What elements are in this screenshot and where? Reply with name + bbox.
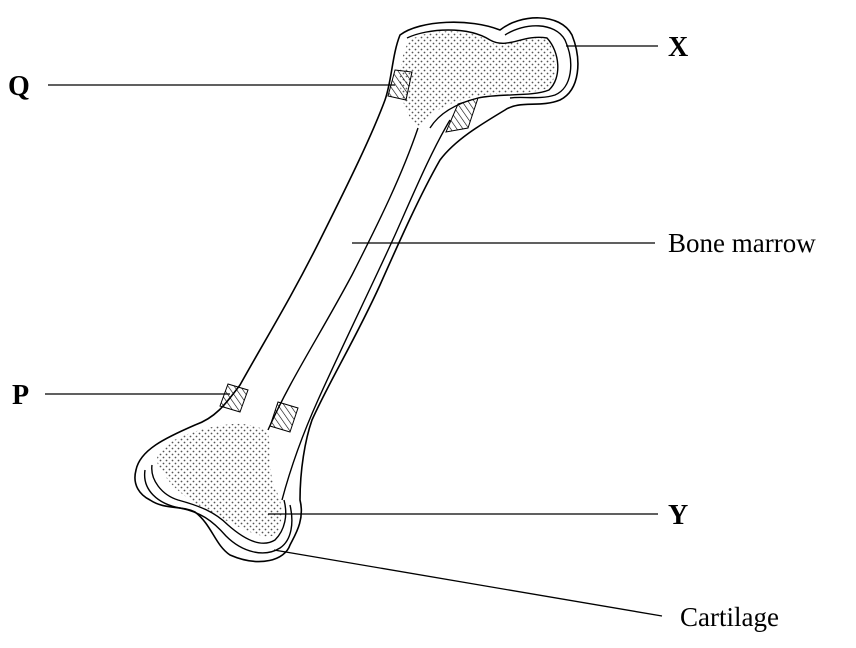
growth-plate-lower-right	[270, 402, 298, 432]
shaft-inner-right	[282, 120, 450, 500]
label-bone-marrow: Bone marrow	[668, 228, 816, 258]
label-P: P	[12, 380, 29, 411]
growth-plate-P	[220, 384, 248, 412]
proximal-spongy-bone	[400, 31, 556, 128]
shaft-inner-left	[268, 128, 418, 430]
label-Q: Q	[8, 71, 30, 102]
label-cartilage: Cartilage	[680, 602, 779, 632]
label-Y: Y	[668, 500, 688, 531]
distal-spongy-bone	[157, 424, 282, 536]
leader-cartilage	[274, 550, 662, 616]
label-X: X	[668, 32, 688, 63]
